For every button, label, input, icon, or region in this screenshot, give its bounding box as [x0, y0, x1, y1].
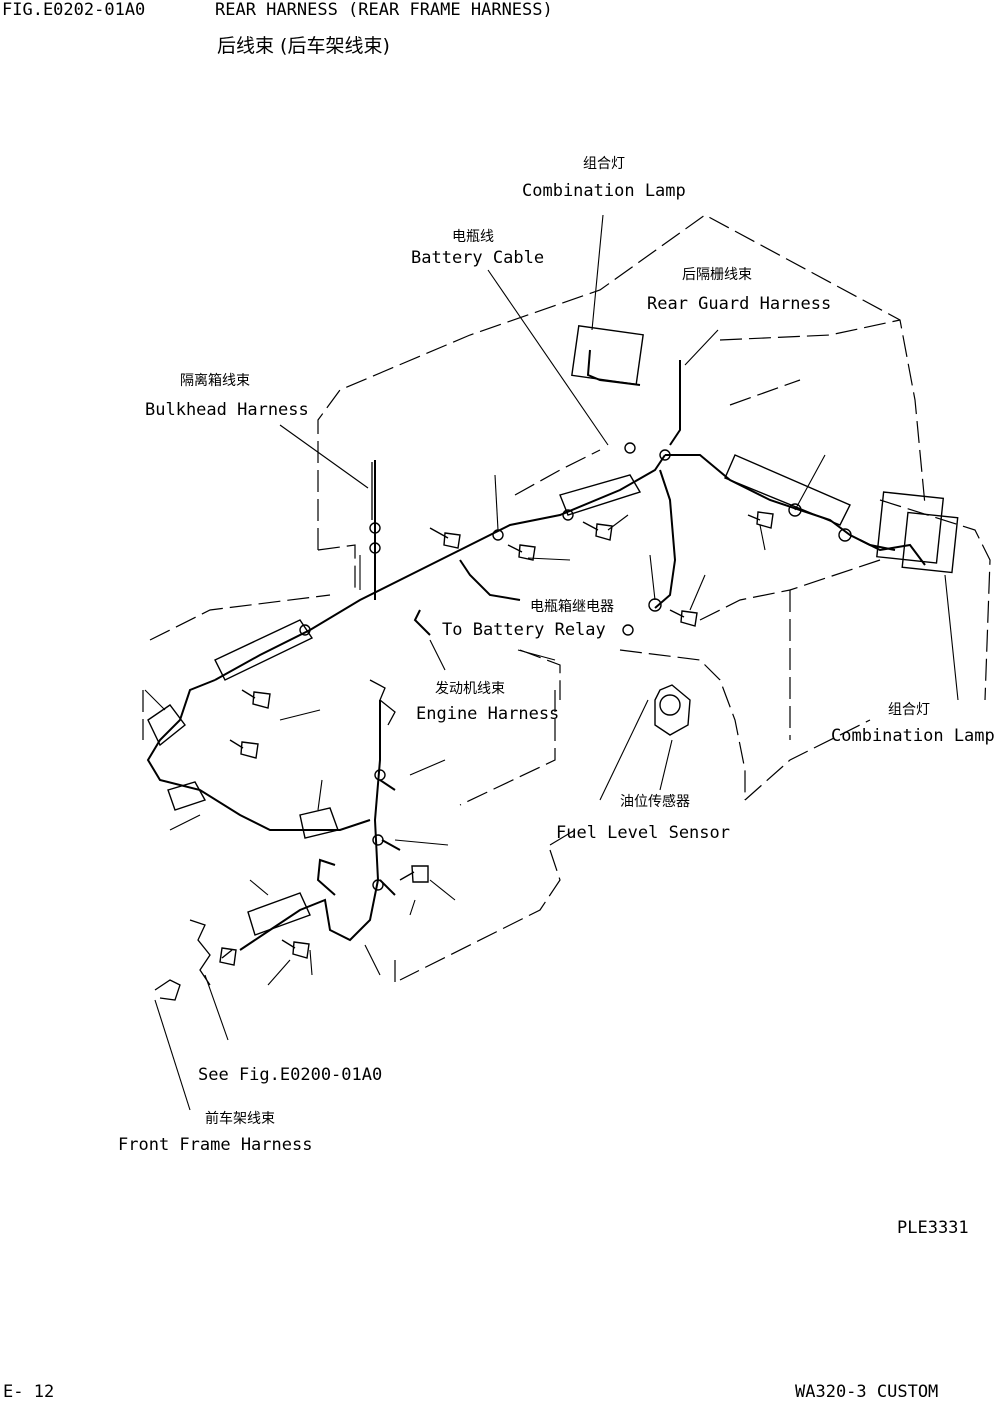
rear-guard-harness-label: Rear Guard Harness	[647, 294, 832, 314]
bulkhead-harness-label: Bulkhead Harness	[145, 400, 309, 420]
front-connectors	[154, 462, 396, 1001]
combination-lamp-top-label: Combination Lamp	[522, 181, 686, 201]
see-fig-reference: See Fig.E0200-01A0	[198, 1065, 383, 1085]
machine-outline	[142, 214, 991, 985]
model-name: WA320-3 CUSTOM	[795, 1382, 939, 1402]
page-number: E- 12	[3, 1382, 55, 1402]
fuel-level-sensor-label-cn: 油位传感器	[620, 794, 690, 810]
engine-harness-label: Engine Harness	[416, 704, 560, 724]
bulkhead-harness-label-cn: 隔离箱线束	[180, 373, 250, 389]
figure-title-cn: 后线束 (后车架线束)	[217, 35, 390, 57]
combination-lamp-top-label-cn: 组合灯	[583, 156, 625, 172]
figure-title-en: REAR HARNESS (REAR FRAME HARNESS)	[215, 0, 553, 20]
fuel-level-sensor-label: Fuel Level Sensor	[556, 823, 730, 843]
drawing-code: PLE3331	[897, 1218, 969, 1238]
battery-relay-label-cn: 电瓶箱继电器	[530, 599, 614, 615]
combination-lamp-right-label: Combination Lamp	[831, 726, 995, 746]
rear-guard-harness-label-cn: 后隔栅线束	[682, 267, 752, 283]
engine-harness-label-cn: 发动机线束	[435, 681, 505, 697]
bolts	[219, 511, 774, 966]
battery-cable-label: Battery Cable	[411, 248, 545, 268]
front-frame-harness-label-cn: 前车架线束	[205, 1111, 275, 1127]
battery-cable-label-cn: 电瓶线	[452, 229, 494, 245]
clamps-connectors	[147, 324, 959, 936]
main-harness	[146, 349, 926, 951]
front-frame-harness-label: Front Frame Harness	[118, 1135, 313, 1155]
fuel-level-sensor	[654, 684, 691, 736]
figure-id: FIG.E0202-01A0	[2, 0, 146, 20]
battery-relay-label: To Battery Relay	[442, 620, 606, 640]
leader-lines	[144, 214, 959, 1111]
combination-lamp-right-label-cn: 组合灯	[888, 702, 930, 718]
